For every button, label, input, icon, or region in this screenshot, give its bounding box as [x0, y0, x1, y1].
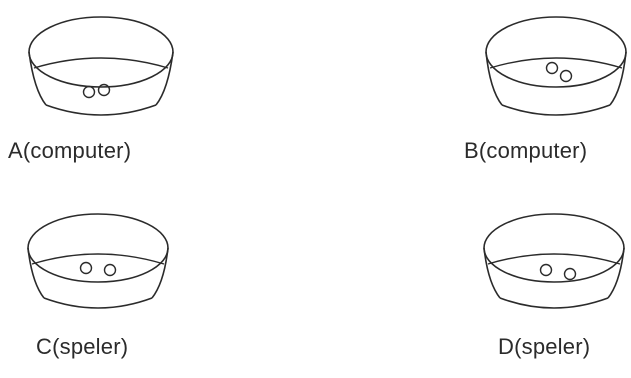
bowl-c-inner-floor [32, 254, 164, 264]
bowl-a-rim [29, 17, 173, 87]
bowl-d-marble-1 [541, 265, 552, 276]
bowl-a-icon [26, 10, 176, 120]
bowl-group-b: B(computer) [486, 10, 631, 180]
bowl-b-marble-2 [561, 71, 572, 82]
bowl-c-base [44, 298, 152, 308]
bowl-c-marble-2 [105, 265, 116, 276]
bowl-group-d: D(speler) [484, 208, 631, 378]
bowl-d-base [500, 298, 608, 308]
bowl-a-label: A(computer) [8, 138, 131, 164]
bowl-b-inner-floor [490, 58, 622, 68]
bowl-d-inner-floor [488, 254, 620, 264]
bowl-b-marble-1 [547, 63, 558, 74]
bowl-c-rim [28, 214, 168, 282]
bowl-c-icon [26, 208, 176, 318]
bowl-a-marble-1 [84, 87, 95, 98]
bowl-d-icon [484, 208, 631, 318]
bowl-c-marble-1 [81, 263, 92, 274]
bowl-b-base [502, 105, 610, 115]
bowl-group-a: A(computer) [26, 10, 196, 180]
bowl-a-inner-floor [34, 58, 168, 68]
bowl-c-label: C(speler) [36, 334, 128, 360]
bowl-d-label: D(speler) [498, 334, 590, 360]
bowl-d-rim [484, 214, 624, 282]
bowl-b-rim [486, 17, 626, 87]
bowl-d-marble-2 [565, 269, 576, 280]
bowl-b-label: B(computer) [464, 138, 587, 164]
bowl-group-c: C(speler) [26, 208, 196, 378]
bowl-a-marble-2 [99, 85, 110, 96]
bowl-a-base [46, 105, 156, 115]
bowl-b-icon [486, 10, 631, 120]
